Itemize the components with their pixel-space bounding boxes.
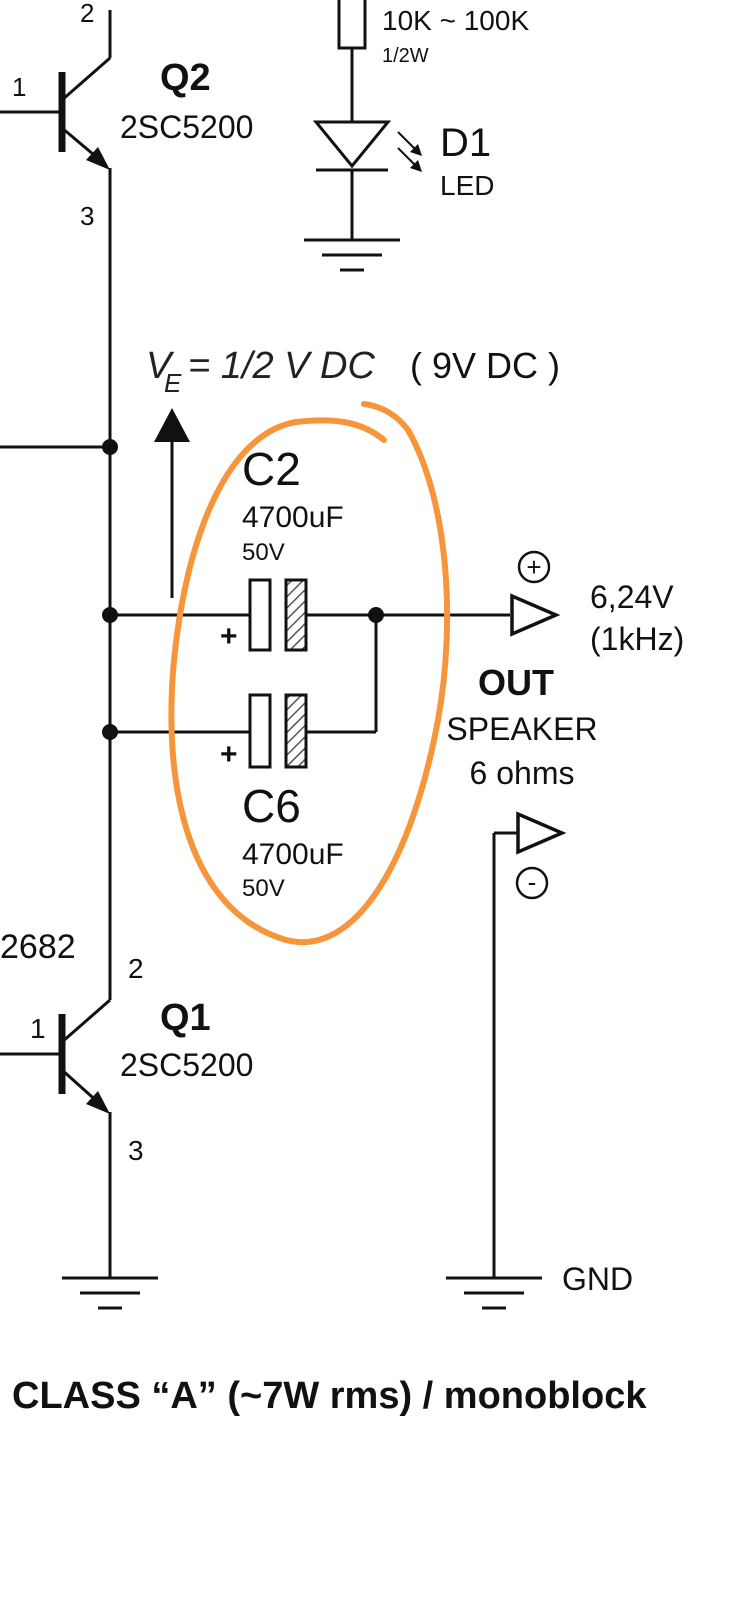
ve-symbol: V bbox=[146, 345, 175, 387]
ve-arrow-head bbox=[154, 408, 190, 442]
resistor-body bbox=[337, 0, 367, 50]
transistor-q1: 2682 2 1 3 Q1 2SC5200 bbox=[0, 928, 253, 1278]
c2-polarity: + bbox=[220, 620, 238, 653]
c6-positive-plate bbox=[248, 693, 272, 769]
gnd-label: GND bbox=[562, 1261, 633, 1297]
q2-collector-diagonal bbox=[61, 56, 111, 102]
led-d1: D1 LED bbox=[312, 120, 494, 240]
q1-part: 2SC5200 bbox=[120, 1047, 253, 1083]
ground-bottom-right: GND bbox=[446, 1261, 633, 1310]
out-impedance: 6 ohms bbox=[470, 755, 575, 791]
led-ray-2 bbox=[397, 147, 417, 167]
ve-annotation: V E = 1/2 V DC ( 9V DC ) bbox=[146, 345, 560, 598]
ve-paren: ( 9V DC ) bbox=[410, 345, 560, 386]
led-ray-1 bbox=[397, 131, 417, 151]
c2-name: C2 bbox=[242, 443, 301, 495]
q1-emitter-arrow bbox=[86, 1091, 110, 1114]
out-voltage: 6,24V bbox=[590, 579, 674, 615]
junction-bias bbox=[102, 439, 118, 455]
ve-subscript: E bbox=[164, 368, 182, 398]
q2-pin-e: 3 bbox=[80, 201, 94, 231]
q2-part: 2SC5200 bbox=[120, 109, 253, 145]
out-frequency: (1kHz) bbox=[590, 621, 684, 657]
transistor-q2: 2 1 3 Q2 2SC5200 bbox=[0, 0, 253, 231]
led-name: D1 bbox=[440, 121, 491, 165]
c6-name: C6 bbox=[242, 780, 301, 832]
q2-pin-c: 2 bbox=[80, 0, 94, 28]
q1-name: Q1 bbox=[160, 997, 211, 1039]
ground-top bbox=[304, 238, 400, 272]
q2-pin-b: 1 bbox=[12, 72, 26, 102]
plus-sign: + bbox=[526, 552, 541, 582]
capacitor-c6: + C6 4700uF 50V bbox=[102, 615, 378, 902]
minus-circle-icon bbox=[515, 866, 549, 900]
q1-cut-label: 2682 bbox=[0, 928, 76, 966]
q1-pin-e: 3 bbox=[128, 1135, 144, 1166]
c2-value: 4700uF bbox=[242, 501, 344, 534]
minus-sign: - bbox=[528, 867, 537, 897]
resistor-r1: 10K ~ 100K 1/2W bbox=[337, 0, 529, 122]
diagram-caption: CLASS “A” (~7W rms) / monoblock bbox=[12, 1375, 647, 1417]
q1-pin-c: 2 bbox=[128, 953, 144, 984]
resistor-power: 1/2W bbox=[382, 45, 429, 67]
ve-expression: = 1/2 V DC bbox=[188, 345, 375, 387]
q2-name: Q2 bbox=[160, 57, 211, 99]
led-ray-2-arrow bbox=[410, 160, 422, 172]
c6-value: 4700uF bbox=[242, 838, 344, 871]
c6-polarity: + bbox=[220, 738, 238, 771]
c2-negative-plate bbox=[284, 578, 308, 652]
junction-c6 bbox=[102, 724, 118, 740]
plus-circle-icon bbox=[517, 550, 551, 584]
led-ray-1-arrow bbox=[410, 144, 422, 156]
q2-emitter-arrow bbox=[86, 147, 110, 170]
led-type: LED bbox=[440, 170, 494, 201]
junction-c2 bbox=[102, 607, 118, 623]
c6-negative-plate bbox=[284, 693, 308, 769]
led-triangle bbox=[312, 120, 392, 169]
out-title: OUT bbox=[478, 662, 554, 703]
ground-bottom-left bbox=[62, 1276, 158, 1310]
q1-pin-b: 1 bbox=[30, 1013, 46, 1044]
output-terminals: + 6,24V (1kHz) OUT SPEAKER 6 ohms - bbox=[446, 550, 684, 1278]
out-minus-terminal bbox=[516, 811, 567, 855]
c6-voltage: 50V bbox=[242, 875, 285, 902]
highlight-circle bbox=[168, 401, 451, 945]
out-load: SPEAKER bbox=[446, 711, 597, 747]
resistor-value: 10K ~ 100K bbox=[382, 5, 529, 36]
c2-positive-plate bbox=[248, 578, 272, 652]
q1-collector-diagonal bbox=[61, 998, 111, 1044]
out-plus-terminal bbox=[510, 593, 561, 637]
c2-voltage: 50V bbox=[242, 539, 285, 566]
